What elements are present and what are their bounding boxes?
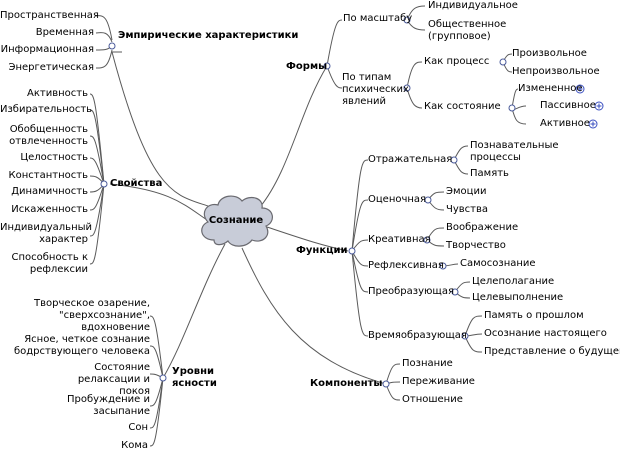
empirical-item[interactable]: Информационная (0, 44, 94, 55)
function-item[interactable]: Эмоции (446, 186, 487, 197)
forms-state-item[interactable]: Пассивное (540, 100, 596, 111)
function-item[interactable]: Целеполагание (472, 276, 555, 287)
forms-scale-item[interactable]: Индивидуальное (428, 0, 518, 11)
expand-plus-icons (575, 84, 604, 129)
forms-process-item[interactable]: Произвольное (512, 48, 587, 59)
property-item[interactable]: Избирательность (0, 104, 93, 115)
forms-types-label[interactable]: По типам психических явлений (342, 72, 409, 107)
forms-state-item[interactable]: Активное (540, 118, 590, 129)
component-item[interactable]: Переживание (402, 376, 475, 387)
function-item[interactable]: Представление о будущем (484, 346, 620, 357)
empirical-item[interactable]: Временная (35, 27, 94, 38)
property-item[interactable]: Целостность (20, 152, 88, 163)
function-label[interactable]: Преобразующая (368, 286, 454, 297)
empirical-item[interactable]: Энергетическая (8, 62, 95, 73)
level-item[interactable]: Ясное, четкое сознание бодрствующего чел… (13, 334, 150, 357)
function-label[interactable]: Креативная (368, 234, 431, 245)
function-item[interactable]: Чувства (446, 204, 489, 215)
function-item[interactable]: Самосознание (460, 258, 536, 269)
branch-components-title[interactable]: Компоненты (310, 378, 383, 389)
function-item[interactable]: Творчество (446, 240, 506, 251)
center-cloud-shape (201, 195, 273, 247)
function-item[interactable]: Память о прошлом (484, 310, 584, 321)
property-item[interactable]: Динамичность (11, 186, 88, 197)
forms-process-label[interactable]: Как процесс (424, 56, 490, 67)
function-item[interactable]: Воображение (446, 222, 519, 233)
level-item[interactable]: Состояние релаксации и покоя (77, 362, 150, 397)
branch-levels-title[interactable]: Уровни ясности (172, 366, 217, 389)
level-item[interactable]: Сон (128, 422, 148, 433)
property-item[interactable]: Индивидуальный характер (0, 222, 93, 245)
level-item[interactable]: Кома (121, 440, 148, 451)
function-item[interactable]: Познавательные процессы (470, 140, 559, 163)
function-label[interactable]: Оценочная (368, 194, 427, 205)
forms-process-item[interactable]: Непроизвольное (512, 66, 600, 77)
function-label[interactable]: Рефлексивная (368, 260, 444, 271)
function-item[interactable]: Осознание настоящего (484, 328, 607, 339)
forms-state-item[interactable]: Измененное (518, 83, 583, 94)
property-item[interactable]: Искаженность (11, 204, 88, 215)
center-node-title[interactable]: Сознание (208, 215, 264, 226)
branch-empirical-title[interactable]: Эмпирические характеристики (118, 30, 299, 41)
level-item[interactable]: Пробуждение и засыпание (66, 394, 150, 417)
function-item[interactable]: Память (470, 168, 509, 179)
property-item[interactable]: Способность к рефлексии (11, 252, 88, 275)
branch-functions-title[interactable]: Функции (296, 245, 348, 256)
level-item[interactable]: Творческое озарение, "сверхсознание", вд… (34, 298, 150, 333)
property-item[interactable]: Обобщенность отвлеченность (9, 124, 88, 147)
forms-scale-item[interactable]: Общественное (групповое) (428, 19, 507, 42)
branch-forms-title[interactable]: Формы (286, 61, 328, 72)
forms-state-label[interactable]: Как состояние (424, 101, 501, 112)
branch-properties-title[interactable]: Свойства (110, 178, 163, 189)
function-item[interactable]: Целевыполнение (472, 292, 564, 303)
component-item[interactable]: Отношение (402, 394, 463, 405)
property-item[interactable]: Активность (27, 88, 88, 99)
function-label[interactable]: Отражательная (368, 154, 453, 165)
empirical-item[interactable]: Пространственная (0, 10, 99, 21)
property-item[interactable]: Константность (8, 170, 88, 181)
forms-scale-label[interactable]: По масштабу (343, 13, 413, 24)
function-label[interactable]: Времяобразующая (368, 330, 467, 341)
component-item[interactable]: Познание (402, 358, 453, 369)
